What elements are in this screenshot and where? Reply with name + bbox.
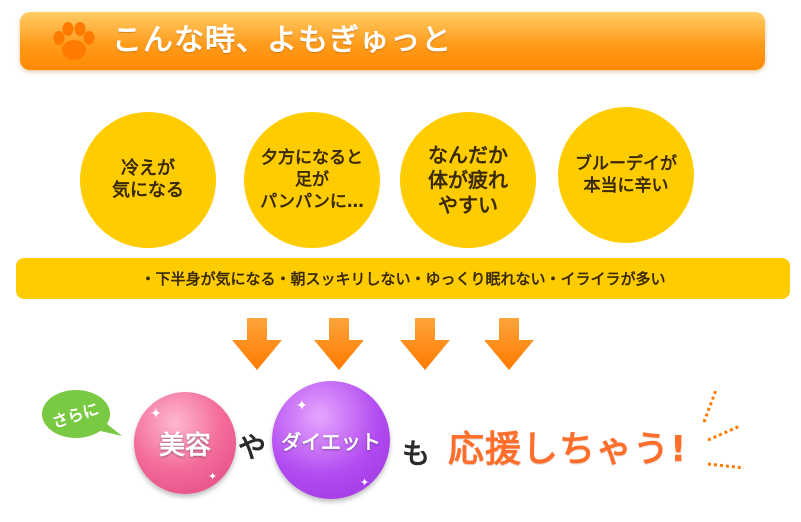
tagline: 応援しちゃう!	[448, 429, 688, 470]
sparkle-icon: ✦	[296, 398, 308, 414]
down-arrow-icon	[314, 318, 364, 370]
symptom-label: 冷えが 気になる	[112, 158, 184, 201]
symptom-circle-fatigue: なんだか 体が疲れ やすい	[400, 112, 536, 248]
paw-icon	[53, 22, 95, 60]
sparkle-icon: ✦	[208, 470, 218, 483]
symptom-circle-blue-day: ブルーデイが 本当に辛い	[558, 107, 694, 243]
beauty-label: 美容	[158, 430, 211, 461]
sparkle-icon: ✦	[360, 476, 370, 489]
sparkle-icon: ✦	[150, 406, 162, 422]
speech-bubble-icon	[42, 390, 122, 438]
symptom-label: なんだか 体が疲れ やすい	[428, 142, 508, 217]
symptom-label: ブルーデイが 本当に辛い	[575, 154, 677, 196]
burst-lines-icon	[702, 389, 745, 470]
joiner-ya: や	[238, 431, 267, 464]
diet-badge: ダイエット	[272, 381, 390, 499]
beauty-badge: 美容	[134, 392, 236, 494]
symptom-circle-coldness: 冷えが 気になる	[80, 112, 216, 248]
symptom-list-text: ・下半身が気になる・朝スッキリしない・ゆっくり眠れない・イライラが多い	[140, 270, 666, 288]
down-arrow-icon	[232, 318, 282, 370]
symptom-list-bar: ・下半身が気になる・朝スッキリしない・ゆっくり眠れない・イライラが多い	[16, 258, 790, 299]
joiner-mo: も	[402, 437, 431, 470]
symptom-circle-swollen-legs: 夕方になると 足が パンパンに…	[244, 112, 380, 248]
down-arrow-icon	[400, 318, 450, 370]
page-title: こんな時、よもぎゅっと	[112, 23, 453, 58]
symptom-label: 夕方になると 足が パンパンに…	[260, 148, 364, 212]
down-arrow-icon	[484, 318, 534, 370]
header-banner: こんな時、よもぎゅっと	[20, 12, 765, 70]
diet-label: ダイエット	[281, 429, 381, 454]
